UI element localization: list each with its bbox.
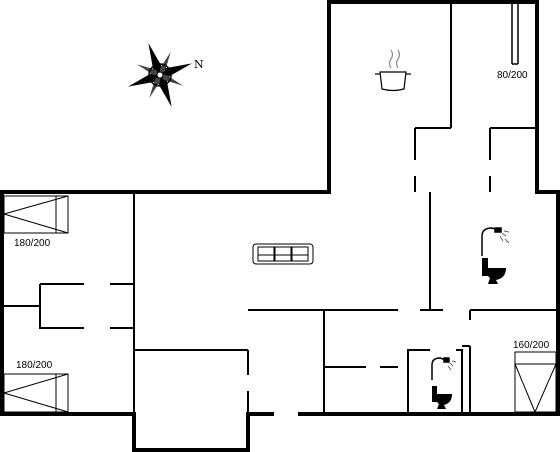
- shower-icon: [481, 227, 510, 256]
- bed-label: 80/200: [497, 70, 528, 81]
- toilet-icon: [432, 386, 452, 409]
- bed-top-left: [3, 195, 69, 234]
- interior-walls: [2, 2, 558, 414]
- bed-label: 180/200: [14, 238, 51, 249]
- compass-north-label: N: [194, 58, 204, 71]
- bed-bottom-left: [3, 373, 69, 413]
- compass-rose-icon: [128, 43, 192, 107]
- shower-icon: [431, 357, 457, 380]
- toilet-icon: [482, 258, 506, 284]
- sofa-icon: [252, 243, 314, 265]
- cooking-pot-icon: [375, 49, 411, 92]
- bed-bottom-right: [514, 351, 557, 413]
- bed-label: 180/200: [16, 360, 53, 371]
- window: [511, 4, 519, 65]
- bed-label: 160/200: [513, 340, 550, 351]
